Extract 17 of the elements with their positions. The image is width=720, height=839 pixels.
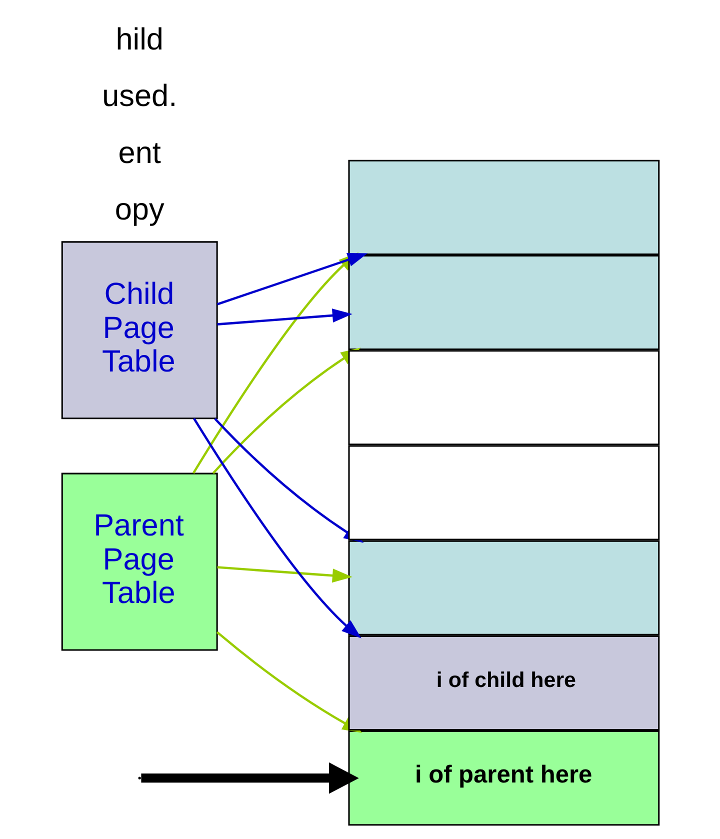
label: hild (115, 21, 163, 56)
node-box (348, 445, 660, 540)
arrow (216, 566, 352, 583)
node-box (348, 540, 660, 636)
arrow (140, 762, 358, 794)
node-box (348, 254, 660, 350)
arrow (192, 418, 361, 638)
node-box: i of child here (348, 635, 660, 731)
node-box (348, 160, 660, 255)
node-box: Child Page Table (60, 241, 218, 420)
label: opy (114, 192, 164, 227)
label: used. (102, 78, 177, 114)
node-box (348, 350, 660, 446)
node-box: i of parent here (348, 730, 660, 826)
label: ent (118, 134, 160, 170)
node-box: Parent Page Table (60, 472, 218, 651)
arrow (216, 308, 352, 326)
